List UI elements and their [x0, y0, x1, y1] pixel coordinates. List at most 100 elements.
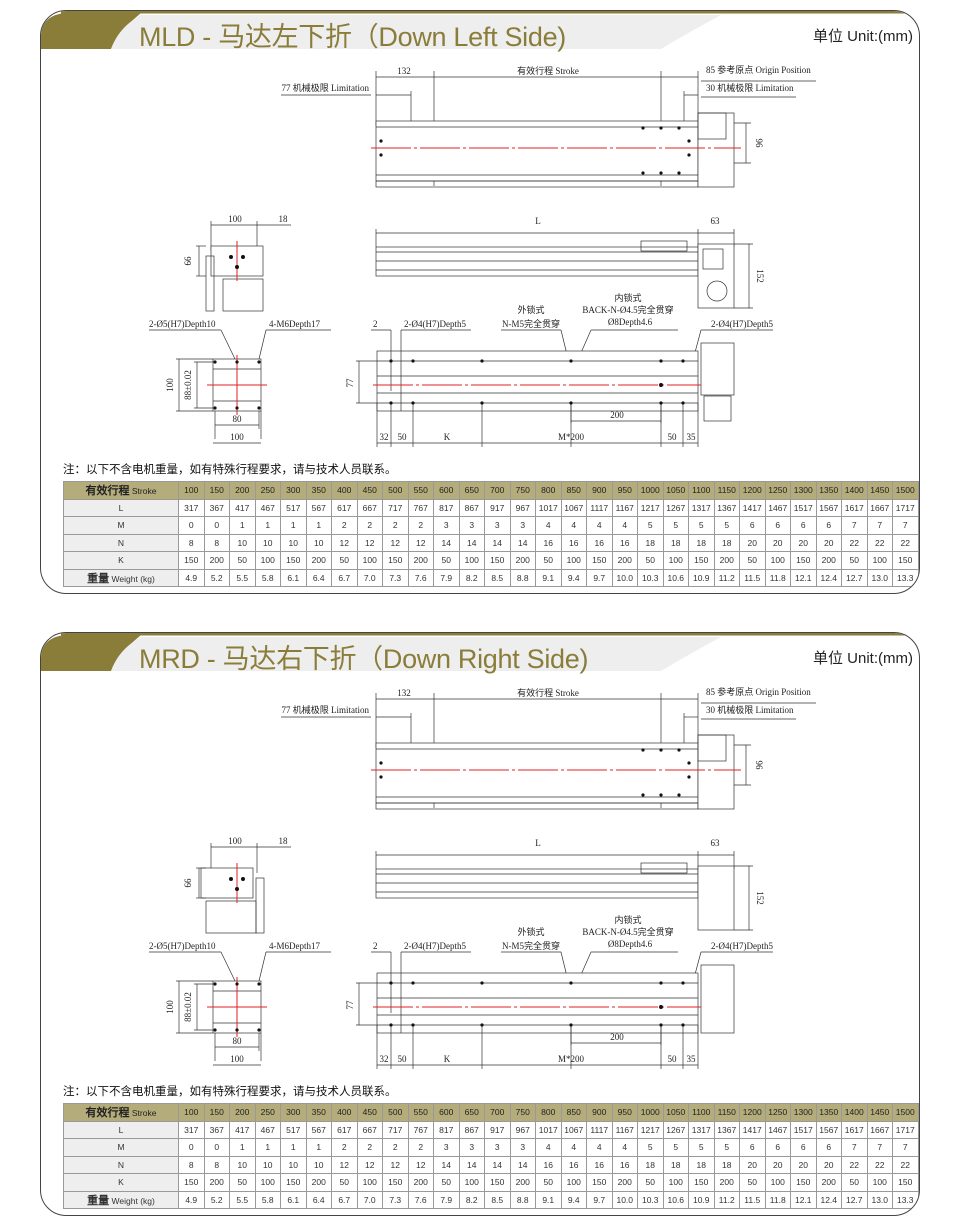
dimension-label: M*200	[558, 1054, 585, 1064]
table-cell: 1300	[790, 1103, 817, 1122]
row-header: L	[63, 498, 179, 517]
dimension-label: 2-Ø5(H7)Depth10	[149, 319, 216, 329]
table-cell: 11.2	[713, 568, 740, 587]
table-cell: 12	[407, 533, 434, 552]
unit-label: 单位 Unit:(mm)	[813, 28, 913, 45]
table-cell: 100	[866, 551, 893, 570]
table-cell: 12.4	[815, 1190, 842, 1209]
table-cell: 1400	[841, 1103, 868, 1122]
dimension-label: 66	[183, 878, 193, 888]
table-cell: 1317	[688, 498, 715, 517]
table-cell: 6	[815, 1138, 842, 1157]
table-cell: 3	[509, 1138, 536, 1157]
dimension-label: 100	[165, 1000, 175, 1014]
table-cell: 7.0	[356, 568, 383, 587]
table-cell: 4.9	[178, 1190, 205, 1209]
table-cell: 12	[331, 533, 358, 552]
table-cell: 867	[458, 498, 485, 517]
table-cell: 417	[229, 1120, 256, 1139]
table-cell: 11.5	[739, 568, 766, 587]
table-cell: 767	[407, 498, 434, 517]
table-cell: 3	[484, 516, 511, 535]
table-cell: 13.3	[892, 568, 919, 587]
table-cell: 7.9	[433, 568, 460, 587]
table-cell: 1500	[892, 481, 919, 500]
dimension-label: 4-M6Depth17	[269, 319, 320, 329]
table-cell: 10	[305, 1155, 332, 1174]
dimension-label: 200	[610, 410, 624, 420]
table-cell: 1250	[764, 1103, 791, 1122]
table-cell: 6.7	[331, 1190, 358, 1209]
table-cell: 8	[203, 1155, 230, 1174]
table-cell: 13.0	[866, 568, 893, 587]
table-cell: 750	[509, 481, 536, 500]
table-cell: 18	[713, 533, 740, 552]
table-cell: 150	[203, 1103, 230, 1122]
table-cell: 200	[815, 551, 842, 570]
table-cell: 917	[484, 498, 511, 517]
row-header: 重量 Weight (kg)	[63, 568, 179, 587]
table-cell: 200	[305, 551, 332, 570]
dimension-label: 100	[230, 1054, 244, 1064]
table-cell: 1467	[764, 498, 791, 517]
table-cell: 1	[229, 516, 256, 535]
table-cell: 14	[433, 1155, 460, 1174]
table-cell: 200	[203, 551, 230, 570]
table-cell: 5	[637, 516, 664, 535]
table-cell: 1717	[892, 498, 919, 517]
table-cell: 18	[662, 533, 689, 552]
dimension-label: 50	[668, 432, 678, 442]
table-cell: 4	[611, 1138, 638, 1157]
table-cell: 717	[382, 498, 409, 517]
dimension-label: 18	[279, 214, 289, 224]
table-cell: 9.1	[535, 1190, 562, 1209]
table-cell: 150	[790, 1173, 817, 1192]
table-cell: 1	[254, 516, 281, 535]
row-header: M	[63, 1138, 179, 1157]
table-cell: 400	[331, 481, 358, 500]
table-cell: 2	[382, 1138, 409, 1157]
table-cell: 10.3	[637, 1190, 664, 1209]
dimension-label: 96	[754, 761, 764, 771]
row-header: N	[63, 533, 179, 552]
table-cell: 567	[305, 1120, 332, 1139]
table-cell: 250	[254, 481, 281, 500]
table-cell: 1267	[662, 1120, 689, 1139]
table-cell: 12	[407, 1155, 434, 1174]
table-cell: 3	[433, 1138, 460, 1157]
table-cell: 0	[178, 1138, 205, 1157]
table-cell: 1417	[739, 1120, 766, 1139]
table-cell: 100	[458, 1173, 485, 1192]
table-cell: 1617	[841, 1120, 868, 1139]
table-cell: 5	[688, 516, 715, 535]
table-cell: 150	[484, 551, 511, 570]
table-cell: 22	[892, 1155, 919, 1174]
table-cell: 10	[254, 1155, 281, 1174]
row-label-en: Weight (kg)	[111, 1195, 155, 1206]
table-cell: 14	[509, 533, 536, 552]
table-cell: 567	[305, 498, 332, 517]
table-cell: 10	[229, 533, 256, 552]
table-cell: 8.8	[509, 568, 536, 587]
table-cell: 1050	[662, 1103, 689, 1122]
dimension-label: Ø8Depth4.6	[608, 939, 653, 949]
dimension-label: 32	[380, 1054, 389, 1064]
table-cell: 50	[637, 551, 664, 570]
dimension-label: N-M5完全贯穿	[502, 940, 560, 951]
table-cell: 100	[356, 1173, 383, 1192]
unit-label: 单位 Unit:(mm)	[813, 650, 913, 667]
dimension-label: 32	[380, 432, 389, 442]
table-cell: 1250	[764, 481, 791, 500]
row-label-cn: 有效行程	[85, 485, 130, 498]
dimension-label: 50	[668, 1054, 678, 1064]
dimension-label: 80	[233, 414, 243, 424]
table-cell: 1667	[866, 498, 893, 517]
table-cell: 7	[892, 1138, 919, 1157]
table-cell: 1	[254, 1138, 281, 1157]
table-cell: 50	[535, 551, 562, 570]
row-header: 重量 Weight (kg)	[63, 1190, 179, 1209]
table-cell: 1417	[739, 498, 766, 517]
